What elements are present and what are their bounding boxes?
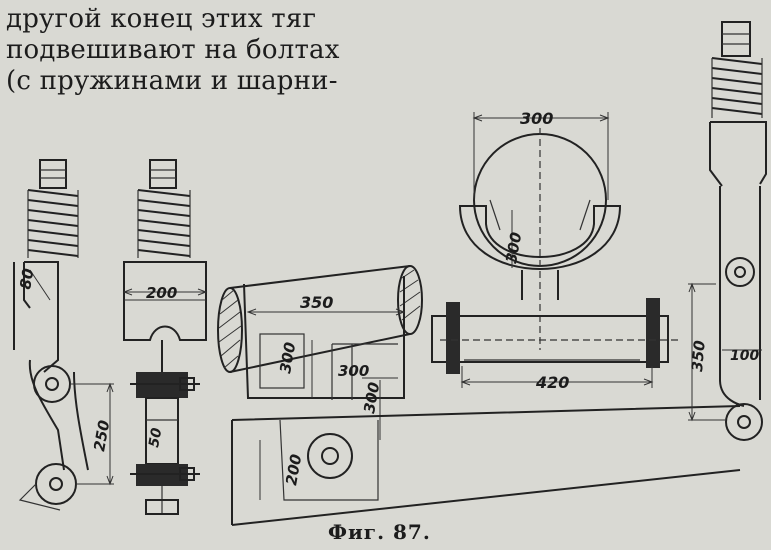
dim-250-label: 250 <box>90 419 113 453</box>
axle-beam-drawing <box>217 265 741 526</box>
figure-caption: Фиг. 87. <box>328 520 431 544</box>
dim-300-vertical-label: 300 <box>276 341 299 375</box>
dim-200-top-label: 200 <box>146 284 177 302</box>
dim-350-right-label: 350 <box>688 340 709 373</box>
cross-shaft-drawing <box>431 298 680 388</box>
text-line-2: подвешивают на болтах <box>6 35 340 65</box>
dim-300-top-label: 300 <box>520 109 553 128</box>
left-link-drawing <box>13 159 114 511</box>
dim-100-label: 100 <box>730 348 759 364</box>
body-text: другой конец этих тяг подвешивают на бол… <box>6 4 340 97</box>
text-line-1: другой конец этих тяг <box>6 4 317 34</box>
sphere-cradle-drawing <box>458 112 622 350</box>
dim-80-label: 80 <box>16 267 37 291</box>
text-line-3: (с пружинами и шарни- <box>6 66 338 96</box>
dim-300-sphere-label: 300 <box>502 231 525 265</box>
dim-420-label: 420 <box>535 373 569 392</box>
dim-350-beam-label: 350 <box>300 293 333 312</box>
dim-50-label: 50 <box>146 426 165 448</box>
right-link-drawing <box>688 21 767 441</box>
dim-200-side-label: 200 <box>282 453 305 487</box>
front-link-drawing <box>122 159 208 515</box>
dim-300-vertical-2-label: 300 <box>360 381 383 415</box>
dim-300-horizontal-label: 300 <box>338 362 369 380</box>
